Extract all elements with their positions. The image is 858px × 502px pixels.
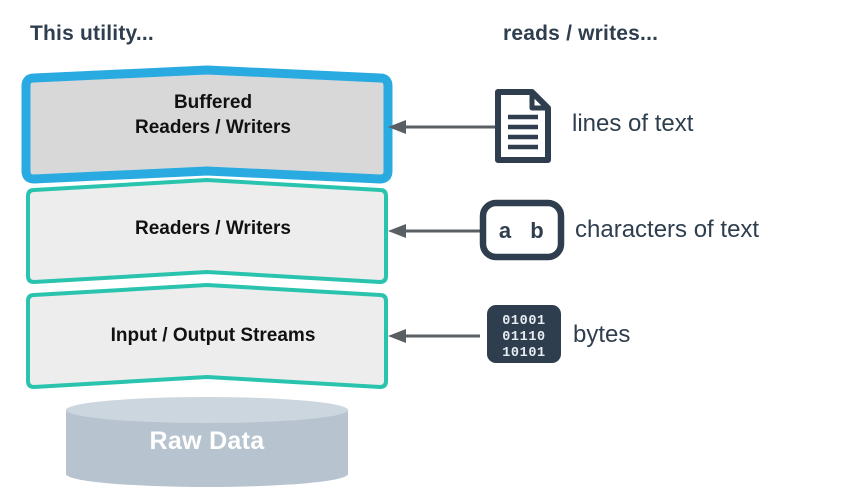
document-lines-icon bbox=[495, 89, 551, 163]
binary-line-2: 01110 bbox=[502, 330, 546, 345]
arrow-lines-to-buffered bbox=[388, 120, 495, 134]
binary-line-3: 10101 bbox=[502, 346, 546, 361]
io-label-lines-of-text: lines of text bbox=[572, 110, 694, 137]
layer-banner-buffered[interactable] bbox=[0, 65, 430, 195]
banner-shape bbox=[26, 283, 388, 389]
layer-banner-io-streams[interactable] bbox=[0, 283, 430, 403]
banner-shape bbox=[21, 65, 393, 184]
characters-box-icon: a b bbox=[479, 199, 565, 261]
binary-box-background bbox=[487, 305, 561, 363]
layer-banner-readers-writers[interactable] bbox=[0, 178, 430, 298]
banner-shape bbox=[26, 178, 388, 284]
raw-data-cylinder[interactable] bbox=[62, 396, 352, 488]
character-glyph-a: a bbox=[499, 218, 512, 243]
arrow-chars-to-readers-writers bbox=[388, 224, 480, 238]
character-glyph-b: b bbox=[530, 218, 543, 243]
cylinder-body bbox=[66, 410, 348, 487]
arrow-bytes-to-io-streams bbox=[388, 329, 480, 343]
document-fold-corner bbox=[529, 93, 547, 111]
arrow-head-left-icon bbox=[388, 120, 406, 134]
io-label-bytes: bytes bbox=[573, 321, 631, 348]
binary-line-1: 01001 bbox=[502, 314, 546, 329]
binary-box-icon: 01001 01110 10101 bbox=[487, 305, 561, 363]
arrow-head-left-icon bbox=[388, 329, 406, 343]
characters-box-outline bbox=[479, 199, 565, 261]
column-header-reads-writes: reads / writes... bbox=[503, 22, 659, 45]
cylinder-top bbox=[66, 397, 348, 423]
io-label-characters-of-text: characters of text bbox=[575, 216, 760, 243]
arrow-head-left-icon bbox=[388, 224, 406, 238]
document-text-lines bbox=[508, 114, 538, 150]
column-header-utility: This utility... bbox=[30, 22, 154, 45]
